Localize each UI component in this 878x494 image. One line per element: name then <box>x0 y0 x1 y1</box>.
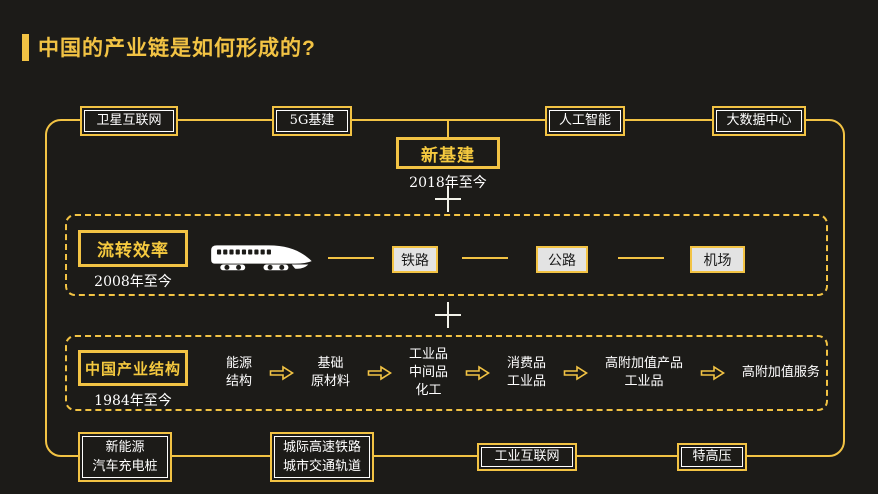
node-5g-infrastructure: 5G基建 <box>272 106 352 136</box>
new-infra-period: 2018年至今 <box>409 175 487 191</box>
node-label: 铁路 <box>401 252 429 269</box>
node-label: 卫星互联网 <box>84 110 174 132</box>
node-label: 公路 <box>548 252 576 269</box>
node-uhv-power: 特高压 <box>677 443 747 471</box>
node-ev-charging: 新能源 汽车充电桩 <box>78 432 172 482</box>
node-label: 城际高速铁路 城市交通轨道 <box>274 436 370 478</box>
new-infra-box: 新基建 <box>396 137 500 169</box>
node-satellite-internet: 卫星互联网 <box>80 106 178 136</box>
node-airport: 机场 <box>690 246 745 273</box>
chain-item-basic-raw-materials: 基础 原材料 <box>310 355 350 389</box>
chain-item-energy-structure: 能源 结构 <box>226 355 253 389</box>
outer-frame <box>45 119 845 457</box>
industrial-structure-section <box>65 335 828 411</box>
node-label: 5G基建 <box>276 110 348 132</box>
node-label: 大数据中心 <box>716 110 802 132</box>
node-label: 机场 <box>703 252 732 269</box>
industrial-structure-box: 中国产业结构 <box>78 350 188 386</box>
flow-efficiency-section <box>65 214 828 296</box>
node-intercity-rail-transit: 城际高速铁路 城市交通轨道 <box>270 432 374 482</box>
hollow-right-arrow-icon <box>700 365 725 381</box>
node-railway: 铁路 <box>392 246 438 273</box>
industrial-structure-label: 中国产业结构 <box>84 359 181 378</box>
connector-line <box>462 257 508 259</box>
flow-efficiency-label: 流转效率 <box>97 241 169 261</box>
connector-line <box>618 257 664 259</box>
hollow-right-arrow-icon <box>269 365 294 381</box>
value-chain: 能源 结构 基础 原材料 工业品 中间品 化工 消费品 工业品 高附加值产品 工… <box>226 340 820 406</box>
hollow-right-arrow-icon <box>465 365 490 381</box>
industrial-structure-period: 1984年至今 <box>94 393 172 409</box>
high-speed-train-icon <box>207 238 315 276</box>
chain-item-consumer-goods: 消费品 工业品 <box>506 355 546 389</box>
page-title: 中国的产业链是如何形成的? <box>38 37 316 60</box>
chain-item-industrial-intermediates: 工业品 中间品 化工 <box>408 346 448 399</box>
node-industrial-internet: 工业互联网 <box>477 443 577 471</box>
node-label: 特高压 <box>681 447 743 467</box>
node-artificial-intelligence: 人工智能 <box>545 106 625 136</box>
title-accent-bar <box>22 34 29 61</box>
hollow-right-arrow-icon <box>563 365 588 381</box>
flow-efficiency-period: 2008年至今 <box>94 274 172 290</box>
chain-item-high-value-products: 高附加值产品 工业品 <box>604 355 683 389</box>
plus-icon <box>435 186 461 212</box>
hollow-right-arrow-icon <box>367 365 392 381</box>
node-label: 工业互联网 <box>481 447 573 467</box>
plus-icon <box>435 302 461 328</box>
node-highway: 公路 <box>536 246 588 273</box>
new-infra-label: 新基建 <box>421 145 475 166</box>
node-label: 人工智能 <box>549 110 621 132</box>
flow-efficiency-box: 流转效率 <box>78 230 188 267</box>
connector-line <box>328 257 374 259</box>
node-label: 新能源 汽车充电桩 <box>82 436 168 478</box>
center-stem-line <box>447 121 449 137</box>
node-big-data-center: 大数据中心 <box>712 106 806 136</box>
chain-item-high-value-services: 高附加值服务 <box>741 364 820 380</box>
